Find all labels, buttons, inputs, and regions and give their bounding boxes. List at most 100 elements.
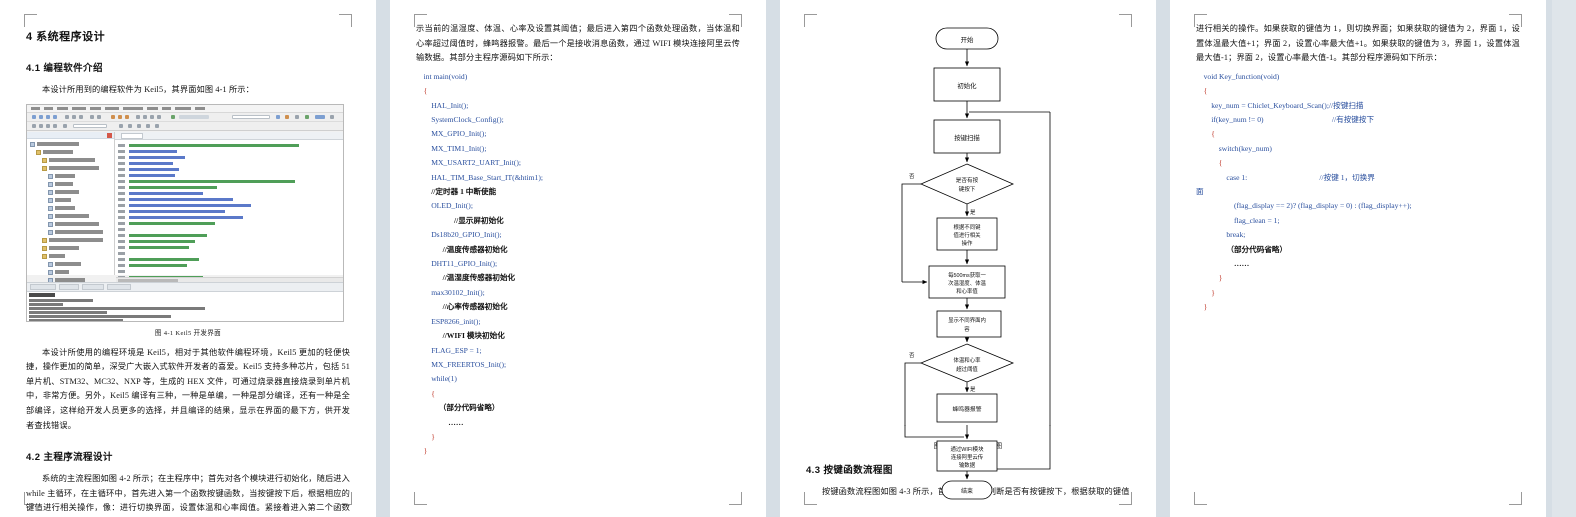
- crop-mark-bottom-right: [1119, 492, 1132, 505]
- code-line: MX_TIM1_Init();: [416, 143, 487, 153]
- crop-mark-bottom-right: [729, 492, 742, 505]
- heading-4-3: 4.3 按键函数流程图: [806, 465, 893, 476]
- code-line: ……: [1196, 259, 1250, 269]
- document-page-4[interactable]: 进行相关的操作。如果获取的键值为 1，则切换界面；如果获取的键值为 2，界面 1…: [1170, 0, 1546, 517]
- flow-node-keyop-c: 操作: [962, 239, 973, 247]
- document-page-2[interactable]: 示当前的温湿度、体温、心率及设置其阈值；最后进入第四个函数处理函数，当体温和心率…: [390, 0, 766, 517]
- ide-bottom-tabs[interactable]: [27, 281, 343, 291]
- flow-node-end: 结束: [961, 487, 973, 495]
- paragraph-key-function-cont: 进行相关的操作。如果获取的键值为 1，则切换界面；如果获取的键值为 2，界面 1…: [1196, 24, 1520, 63]
- code-line: MX_USART2_UART_Init();: [416, 158, 521, 168]
- flow-edge-label-dec1-no: 否: [909, 173, 915, 180]
- flow-node-sample-c: 和心率值: [956, 287, 978, 295]
- crop-mark-top-right: [729, 14, 742, 27]
- code-line: MX_GPIO_Init();: [416, 129, 487, 139]
- flow-node-sample-a: 每500ms获取一: [948, 271, 986, 279]
- crop-mark-bottom-left: [414, 492, 427, 505]
- flow-node-init: 初始化: [957, 81, 977, 90]
- code-line: flag_clean = 1;: [1196, 215, 1280, 225]
- heading-4-2: 4.2 主程序流程设计: [26, 452, 113, 464]
- code-line: //显示屏初始化: [416, 215, 504, 225]
- code-block-main: int main(void) { HAL_Init(); SystemClock…: [416, 70, 740, 459]
- code-line: SystemClock_Config();: [416, 115, 504, 124]
- flow-edge-label-dec2-no: 否: [909, 352, 915, 359]
- flow-edge-label-dec1-yes: 是: [970, 209, 976, 216]
- crop-mark-top-left: [1194, 14, 1207, 27]
- code-line: （部分代码省略）: [1196, 244, 1288, 254]
- code-line: void Key_function(void): [1196, 71, 1280, 81]
- ide-toolbar-secondary: [27, 121, 343, 131]
- flow-edge-label-dec2-yes: 是: [970, 386, 976, 393]
- figure-caption-4-1: 图 4-1 Keil5 开发界面: [154, 329, 222, 337]
- crop-mark-bottom-left: [1194, 492, 1207, 505]
- document-page-3[interactable]: 开始 初始化 按键扫描 是否有按 键按下 根据不同键 值进行相关 操作 每500…: [780, 0, 1156, 517]
- ide-main-area: [27, 131, 343, 321]
- ide-project-tree[interactable]: [27, 131, 115, 321]
- paragraph-keil-description: 本设计所使用的编程环境是 Keil5，相对于其他软件编程环境，Keil5 更加的…: [26, 347, 350, 430]
- page-gap-3: [1156, 0, 1170, 517]
- code-line: case 1: //按键 1，切换界: [1196, 172, 1375, 182]
- page-4-content: 进行相关的操作。如果获取的键值为 1，则切换界面；如果获取的键值为 2，界面 1…: [1196, 18, 1520, 501]
- close-icon[interactable]: [107, 132, 112, 138]
- code-line: }: [416, 431, 435, 441]
- code-line: switch(key_num): [1196, 143, 1272, 153]
- paragraph-main-flow-cont: 示当前的温湿度、体温、心率及设置其阈值；最后进入第四个函数处理函数，当体温和心率…: [416, 24, 740, 63]
- heading-chapter-4: 4 系统程序设计: [26, 31, 106, 43]
- code-line: (flag_display == 2)? (flag_display = 0) …: [1196, 201, 1412, 211]
- document-page-1[interactable]: 4 系统程序设计 4.1 编程软件介绍 本设计所用到的编程软件为 Keil5，其…: [0, 0, 376, 517]
- crop-mark-top-left: [24, 14, 37, 27]
- ide-code-editor[interactable]: [115, 131, 343, 321]
- code-line: （部分代码省略）: [416, 403, 500, 413]
- flow-node-keyop-b: 值进行相关: [954, 231, 982, 239]
- page-gap-1: [376, 0, 390, 517]
- flowchart-program-overview: 开始 初始化 按键扫描 是否有按 键按下 根据不同键 值进行相关 操作 每500…: [806, 22, 1130, 500]
- code-line: //定时器 1 中断使能: [416, 187, 497, 197]
- code-line: 面: [1196, 187, 1204, 197]
- ide-menu-bar: [27, 104, 343, 113]
- crop-mark-bottom-left: [24, 492, 37, 505]
- code-line: while(1): [416, 374, 457, 384]
- page-1-content: 4 系统程序设计 4.1 编程软件介绍 本设计所用到的编程软件为 Keil5，其…: [26, 18, 350, 512]
- code-line: {: [1196, 86, 1208, 96]
- flowchart-svg: 开始 初始化 按键扫描 是否有按 键按下 根据不同键 值进行相关 操作 每500…: [901, 27, 1051, 426]
- crop-mark-bottom-right: [1509, 492, 1522, 505]
- code-line: }: [1196, 287, 1215, 297]
- crop-mark-top-left: [414, 14, 427, 27]
- flow-node-dec2-b: 超过阈值: [956, 365, 978, 373]
- flow-node-dec1-b: 键按下: [959, 185, 976, 193]
- code-line: }: [1196, 302, 1208, 312]
- ide-horizontal-scrollbar[interactable]: [116, 276, 343, 282]
- flow-node-display-b: 容: [964, 325, 970, 333]
- keil-ide-screenshot: [26, 103, 344, 322]
- code-line: {: [1196, 158, 1223, 168]
- flowchart-svg-bottom: 通过WIFI模块 连接阿里云传 输数据 结束: [904, 425, 1051, 500]
- flow-node-wifi-c: 输数据: [959, 461, 976, 469]
- flow-node-scan: 按键扫描: [954, 133, 980, 142]
- code-line: //WIFI 模块初始化: [416, 331, 505, 341]
- flow-node-sample-b: 次温湿度、体温: [948, 279, 986, 287]
- code-line: if(key_num != 0) //有按键按下: [1196, 115, 1375, 124]
- code-line: HAL_TIM_Base_Start_IT(&htim1);: [416, 172, 543, 182]
- code-line: int main(void): [416, 71, 468, 81]
- flow-node-dec1-a: 是否有按: [956, 176, 979, 184]
- ide-build-output: [27, 290, 343, 321]
- flow-node-buzzer: 蜂鸣器报警: [953, 405, 982, 413]
- code-line: }: [1196, 273, 1223, 283]
- flow-node-start: 开始: [961, 35, 974, 44]
- crop-mark-top-left: [804, 14, 817, 27]
- flow-node-wifi-b: 连接阿里云传: [951, 453, 984, 461]
- page-gap-right-edge: [1546, 0, 1552, 517]
- code-line: break;: [1196, 230, 1246, 240]
- code-line: //温湿度传感器初始化: [416, 273, 516, 283]
- code-line: OLED_Init();: [416, 201, 473, 211]
- ide-toolbar-primary: [27, 112, 343, 122]
- code-line: ESP8266_init();: [416, 316, 481, 326]
- editor-tab[interactable]: [121, 132, 143, 139]
- code-line: //心率传感器初始化: [416, 302, 508, 312]
- code-line: key_num = Chiclet_Keyboard_Scan();//按键扫描: [1196, 100, 1364, 110]
- page-2-content: 示当前的温湿度、体温、心率及设置其阈值；最后进入第四个函数处理函数，当体温和心率…: [416, 18, 740, 501]
- flow-node-wifi-a: 通过WIFI模块: [951, 445, 985, 453]
- crop-mark-bottom-right: [339, 492, 352, 505]
- page-gap-2: [766, 0, 780, 517]
